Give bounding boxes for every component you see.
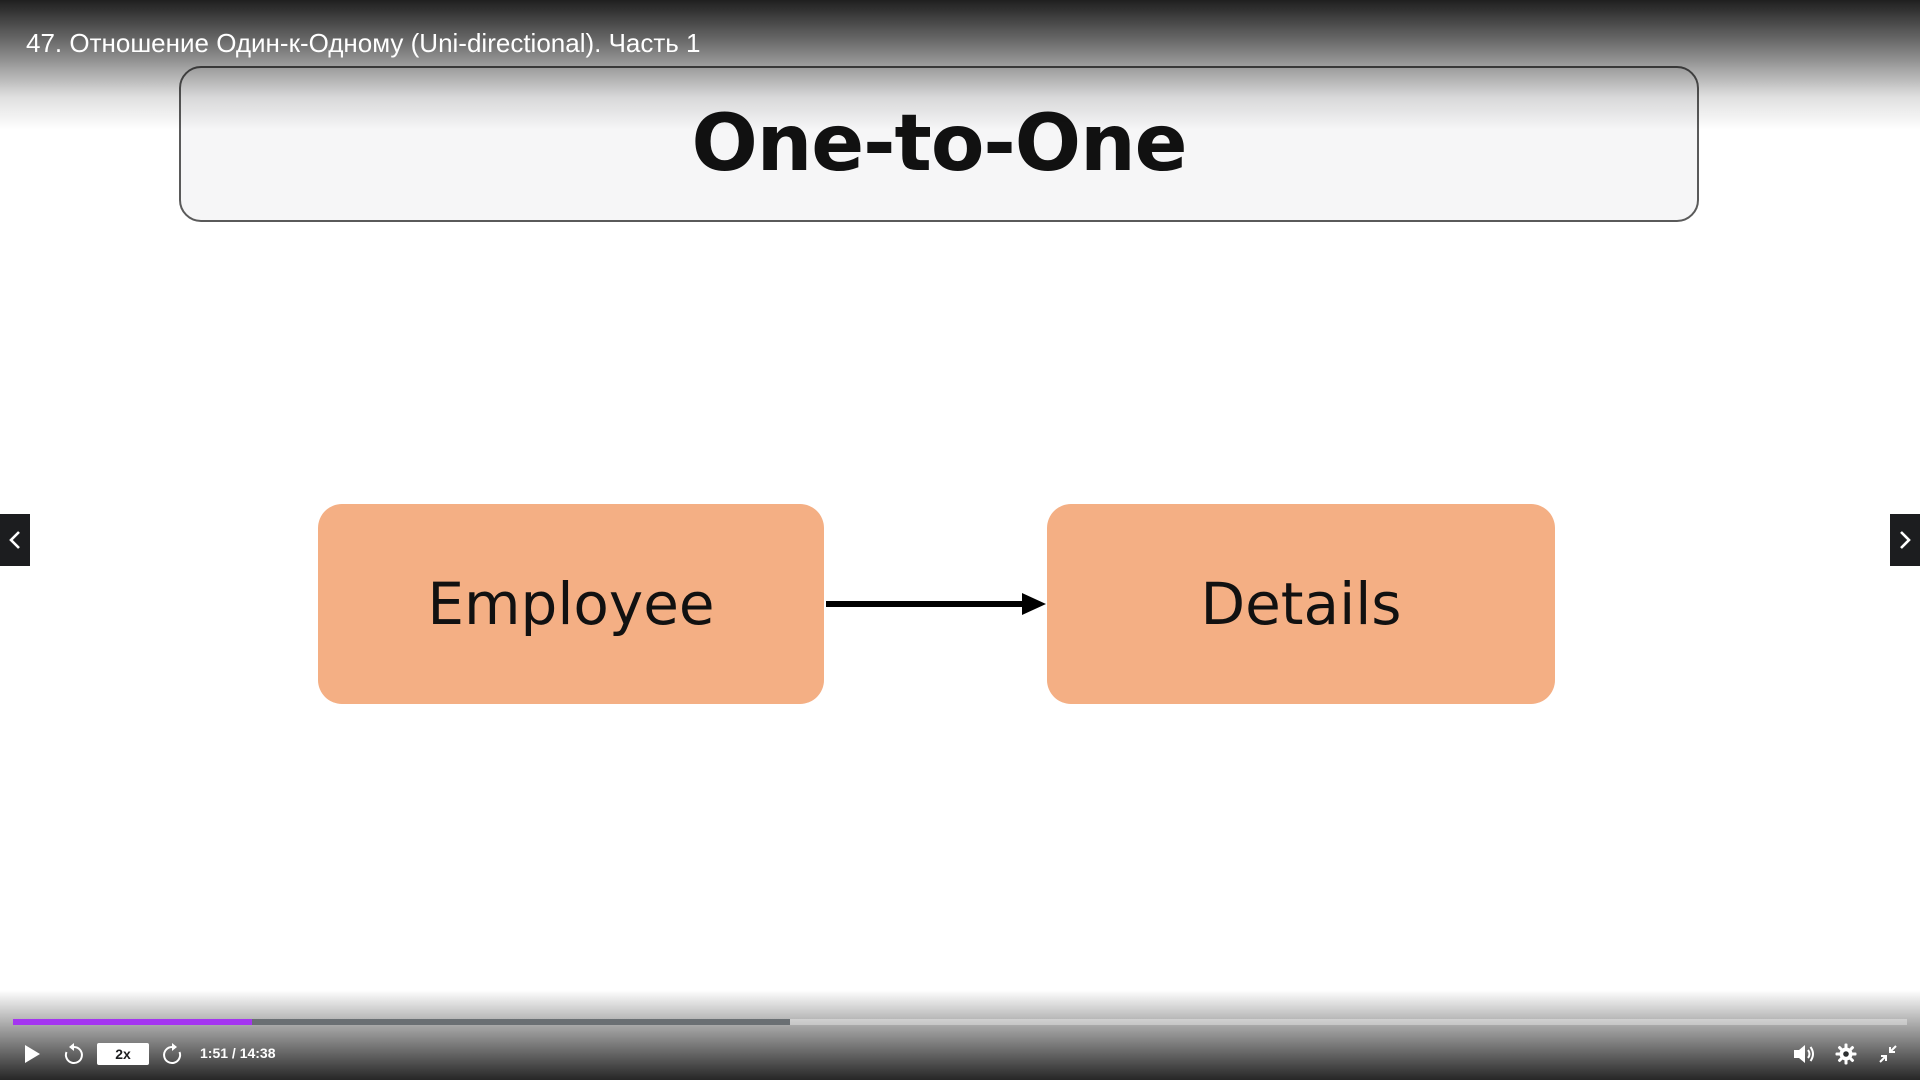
rewind-icon [64, 1043, 83, 1064]
slide-title-box: One-to-One [179, 66, 1699, 222]
forward-icon [163, 1043, 182, 1064]
entity-box-employee: Employee [318, 504, 824, 704]
gear-icon [1835, 1043, 1857, 1065]
previous-lecture-button[interactable] [0, 514, 30, 566]
settings-button[interactable] [1832, 1036, 1860, 1072]
playback-speed-button[interactable]: 2x [97, 1043, 149, 1065]
progress-played [13, 1019, 253, 1025]
control-bar: 2x 1:51 / 14:38 [0, 1036, 1920, 1072]
lecture-title: 47. Отношение Один-к-Одному (Uni-directi… [26, 28, 701, 58]
play-button[interactable] [18, 1036, 46, 1072]
chevron-left-icon [9, 531, 20, 549]
chevron-right-icon [1900, 531, 1911, 549]
exit-fullscreen-button[interactable] [1874, 1036, 1902, 1072]
next-lecture-button[interactable] [1890, 514, 1920, 566]
relation-arrow [826, 593, 1046, 615]
play-icon [25, 1045, 40, 1063]
progress-buffered [13, 1019, 790, 1025]
entity-box-details: Details [1047, 504, 1555, 704]
entity-label-employee: Employee [427, 570, 715, 638]
time-readout: 1:51 / 14:38 [200, 1045, 276, 1061]
entity-label-details: Details [1200, 570, 1402, 638]
slide-title: One-to-One [691, 99, 1187, 189]
rewind-button[interactable] [60, 1036, 88, 1072]
exit-fullscreen-icon [1879, 1045, 1897, 1063]
forward-button[interactable] [158, 1036, 186, 1072]
progress-bar[interactable] [13, 1019, 1907, 1025]
volume-button[interactable] [1790, 1036, 1818, 1072]
volume-icon [1794, 1045, 1814, 1063]
